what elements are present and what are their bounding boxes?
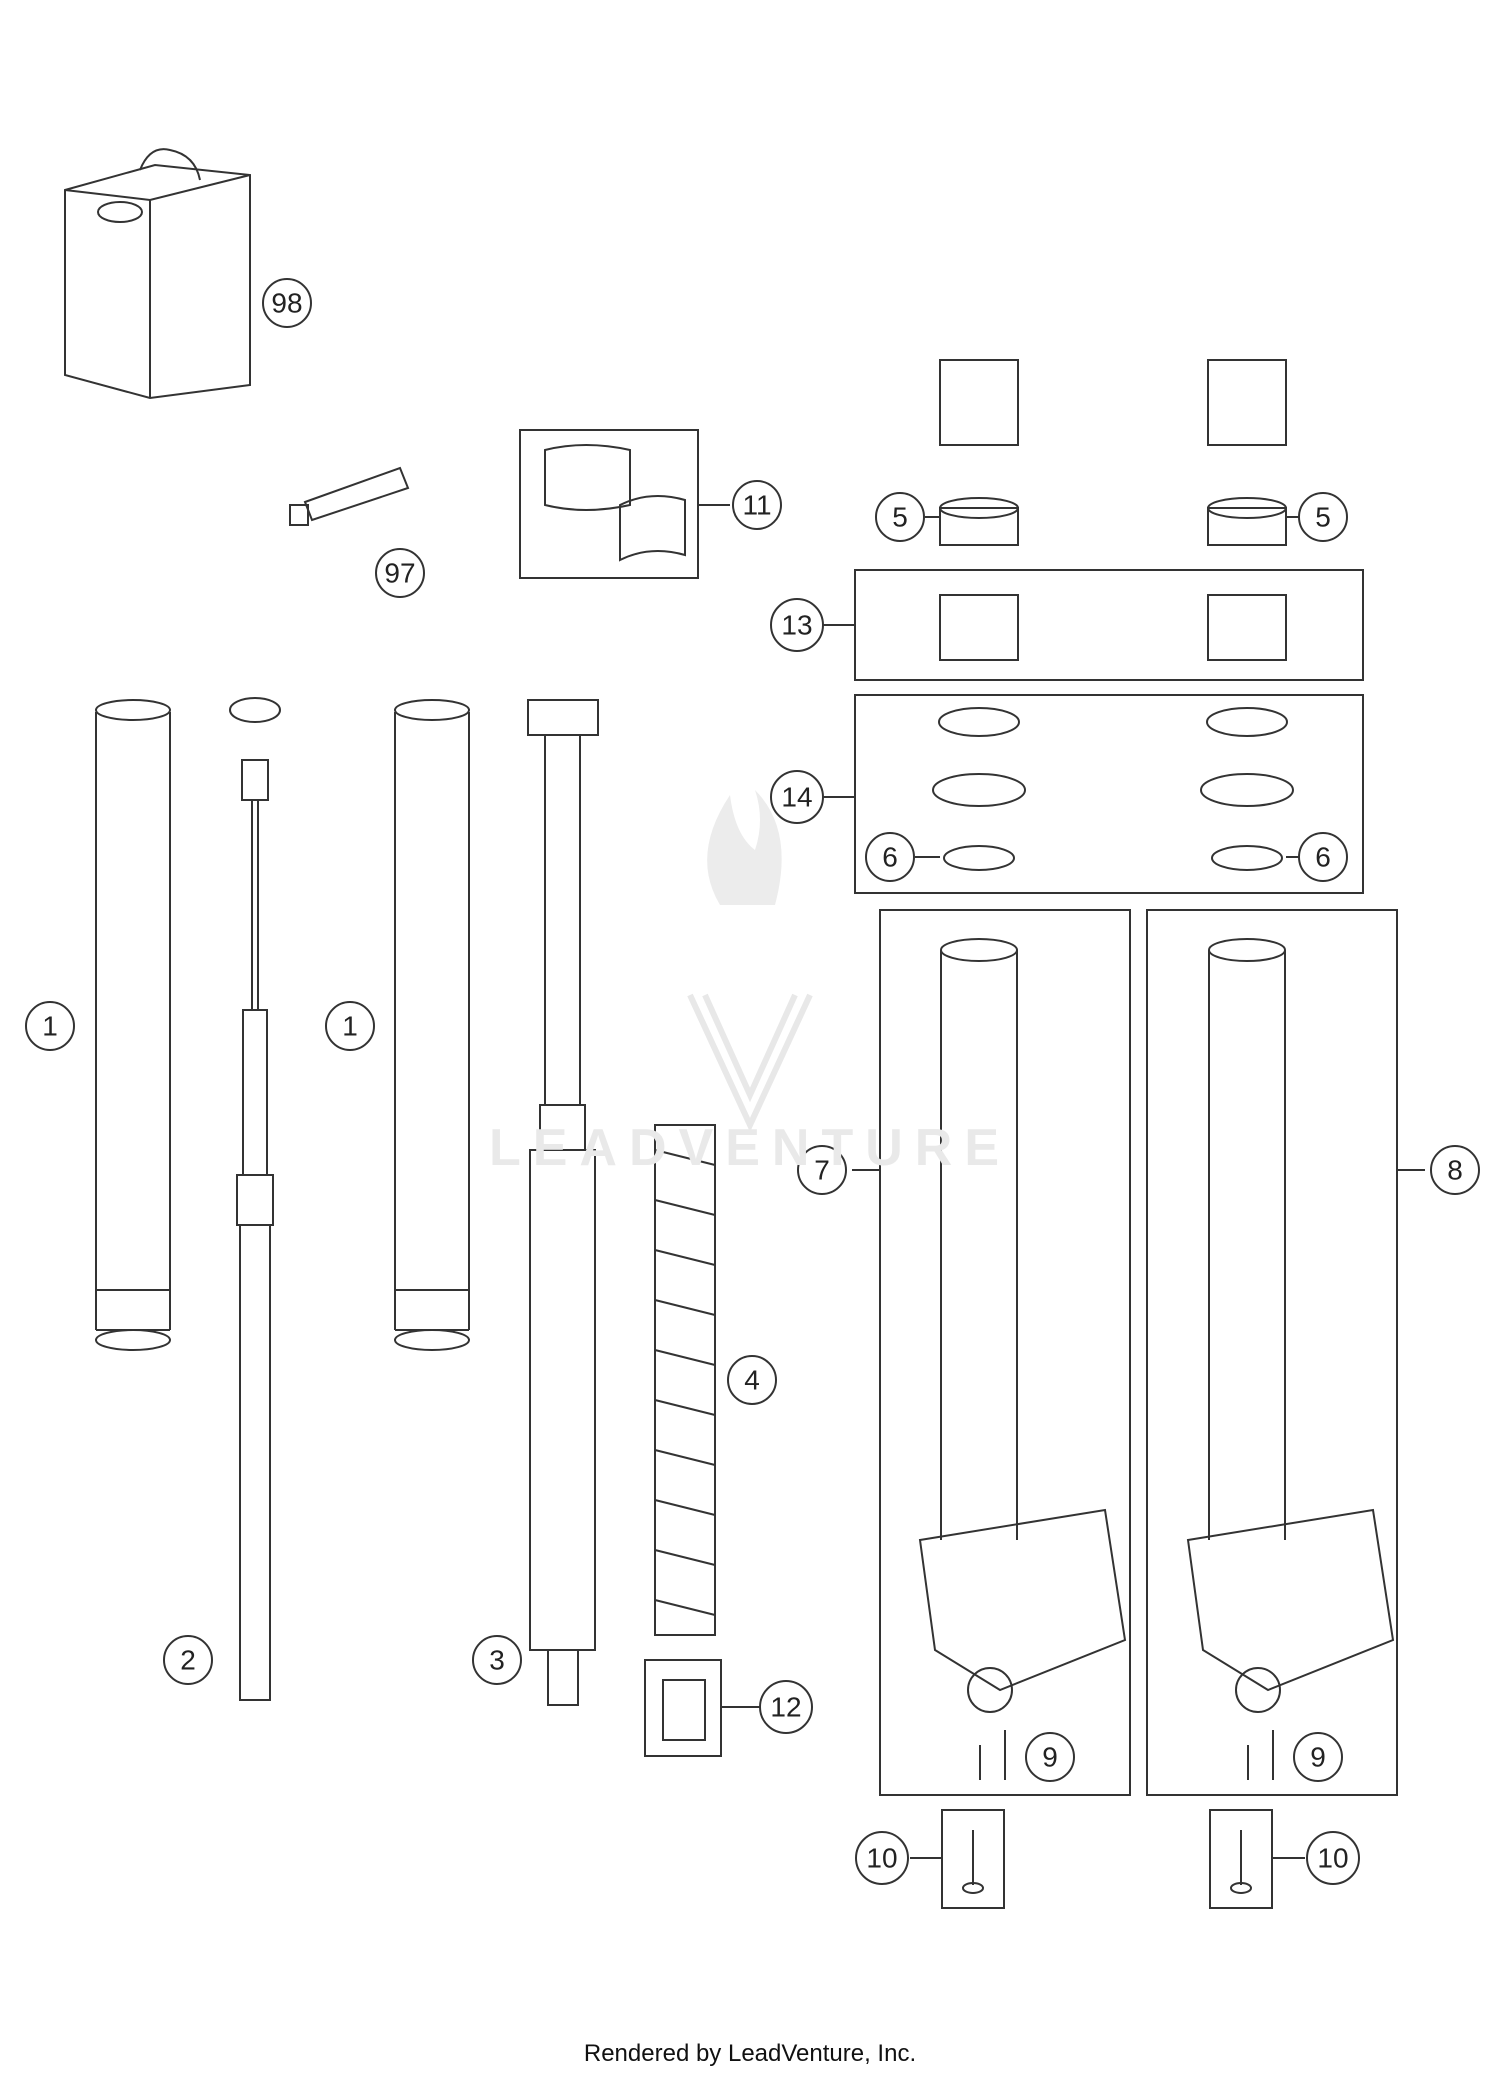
- callout-1-right: 1: [342, 1011, 358, 1042]
- callout-13: 13: [781, 610, 812, 641]
- bolts-9: [979, 1730, 1274, 1780]
- callout-1-left: 1: [42, 1011, 58, 1042]
- callout-4: 4: [744, 1365, 760, 1396]
- part-7-box: [879, 909, 1131, 1796]
- bushing-halves-part: [544, 444, 686, 562]
- callout-12: 12: [770, 1692, 801, 1723]
- callout-9-left: 9: [1042, 1742, 1058, 1773]
- outer-tube-left: [95, 699, 171, 1351]
- callout-9-right: 9: [1310, 1742, 1326, 1773]
- callout-10-left: 10: [866, 1843, 897, 1874]
- callout-10-right: 10: [1317, 1843, 1348, 1874]
- callout-2: 2: [180, 1645, 196, 1676]
- callout-6-left: 6: [882, 842, 898, 873]
- oil-can-part: [64, 148, 251, 400]
- seal-rings-14: [932, 707, 1294, 871]
- inner-tube-left: [918, 938, 1127, 1713]
- callout-6-right: 6: [1315, 842, 1331, 873]
- bolts-10: [962, 1830, 1252, 1894]
- grease-tube-part: [289, 466, 410, 526]
- bushings-13: [939, 594, 1287, 661]
- short-spring-part: [662, 1679, 706, 1741]
- callout-5-right: 5: [1315, 502, 1331, 533]
- watermark-text: LEADVENTURE: [489, 1119, 1011, 1177]
- dust-seal-right: [1207, 359, 1287, 546]
- cartridge-part-2: [229, 697, 281, 1701]
- callout-98: 98: [271, 288, 302, 319]
- part-8-box: [1146, 909, 1398, 1796]
- spring-part-4: [654, 1124, 716, 1636]
- part-11-box: [519, 429, 699, 579]
- callout-11: 11: [742, 490, 771, 521]
- callout-3: 3: [489, 1645, 505, 1676]
- callout-7: 7: [814, 1155, 830, 1186]
- callout-14: 14: [781, 782, 812, 813]
- watermark-logo: [687, 790, 813, 1133]
- part-12-box: [644, 1659, 722, 1757]
- callout-8: 8: [1447, 1155, 1463, 1186]
- callout-97: 97: [384, 558, 415, 589]
- dust-seal-left: [939, 359, 1019, 546]
- inner-tube-right: [1186, 938, 1395, 1713]
- part-14-box: [854, 694, 1364, 894]
- outer-tube-right: [394, 699, 470, 1351]
- cartridge-part-3: [527, 699, 599, 1706]
- footer-credit: Rendered by LeadVenture, Inc.: [583, 2040, 917, 2067]
- callout-5-left: 5: [892, 502, 908, 533]
